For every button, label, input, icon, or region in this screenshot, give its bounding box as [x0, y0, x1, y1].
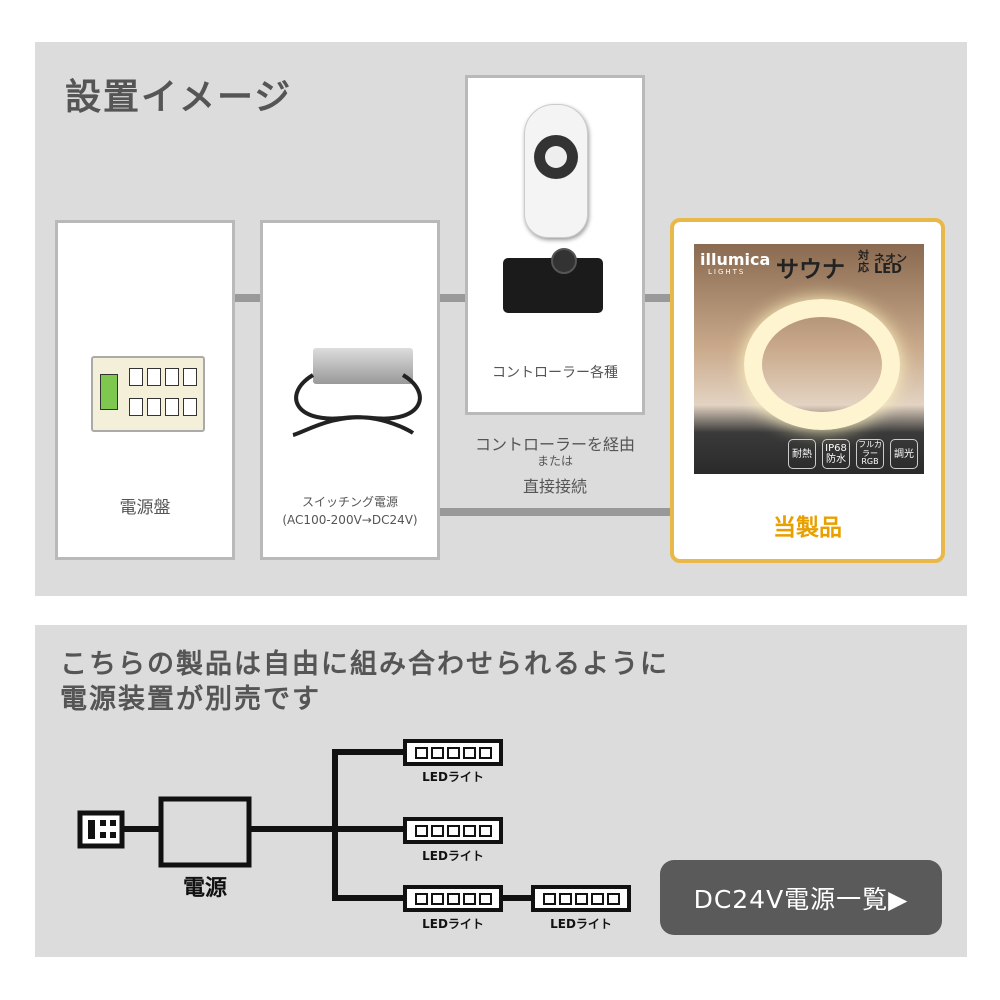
outlet-icon [77, 810, 125, 849]
breaker-card: 電源盤 [55, 220, 235, 560]
psu-cable-icon [292, 373, 422, 437]
badge-heat: 耐熱 [788, 439, 816, 469]
product-image[interactable]: illumica LIGHTS サウナ 対応 ネオン LED 耐熱 IP68 防… [694, 244, 924, 474]
led-strip-icon [531, 885, 631, 912]
psu-image [313, 348, 413, 384]
led-label: LEDライト [422, 849, 484, 863]
via-text-1: コントローラーを経由 [474, 435, 635, 454]
brand-logo: illumica [700, 250, 771, 269]
psu-label-line1: スイッチング電源 [301, 495, 398, 509]
dimmer-image [503, 248, 603, 313]
led-strip-icon [403, 885, 503, 912]
connector-line [440, 508, 672, 516]
connector-line [235, 294, 670, 302]
product-label: 当製品 [773, 515, 842, 541]
power-label: 電源 [182, 876, 227, 901]
led-label: LEDライト [550, 917, 612, 931]
led-strip-icon [403, 817, 503, 844]
combination-title-2: 電源装置が別売です [60, 684, 321, 715]
badge-dimming: 調光 [890, 439, 918, 469]
psu-card: スイッチング電源 (AC100-200V→DC24V) [260, 220, 440, 560]
controller-card: コントローラー各種 [465, 75, 645, 415]
badge-rgb: フルカラー RGB [856, 439, 884, 469]
controller-label: コントローラー各種 [492, 365, 618, 381]
dc24v-list-button[interactable]: DC24V電源一覧▶ [660, 860, 942, 935]
breaker-label: 電源盤 [119, 498, 171, 518]
badge-ip68: IP68 防水 [822, 439, 850, 469]
brand-sub: LIGHTS [708, 268, 746, 276]
led-strip-icon [403, 739, 503, 766]
via-text-2: または [536, 454, 573, 468]
power-supply-box [158, 796, 252, 868]
product-sub1: 対応 [858, 249, 869, 274]
psu-label-line2: (AC100-200V→DC24V) [282, 513, 418, 527]
product-sub2: ネオン [874, 252, 907, 265]
product-sub3: LED [874, 262, 902, 277]
remote-image [524, 104, 588, 238]
product-name: サウナ [776, 257, 845, 283]
via-text-3: 直接接続 [522, 477, 587, 496]
led-label: LEDライト [422, 917, 484, 931]
combination-title-1: こちらの製品は自由に組み合わせられるように [60, 649, 669, 680]
installation-title: 設置イメージ [65, 77, 293, 118]
breaker-panel-image [91, 356, 205, 432]
led-label: LEDライト [422, 770, 484, 784]
product-card[interactable]: illumica LIGHTS サウナ 対応 ネオン LED 耐熱 IP68 防… [670, 218, 945, 563]
